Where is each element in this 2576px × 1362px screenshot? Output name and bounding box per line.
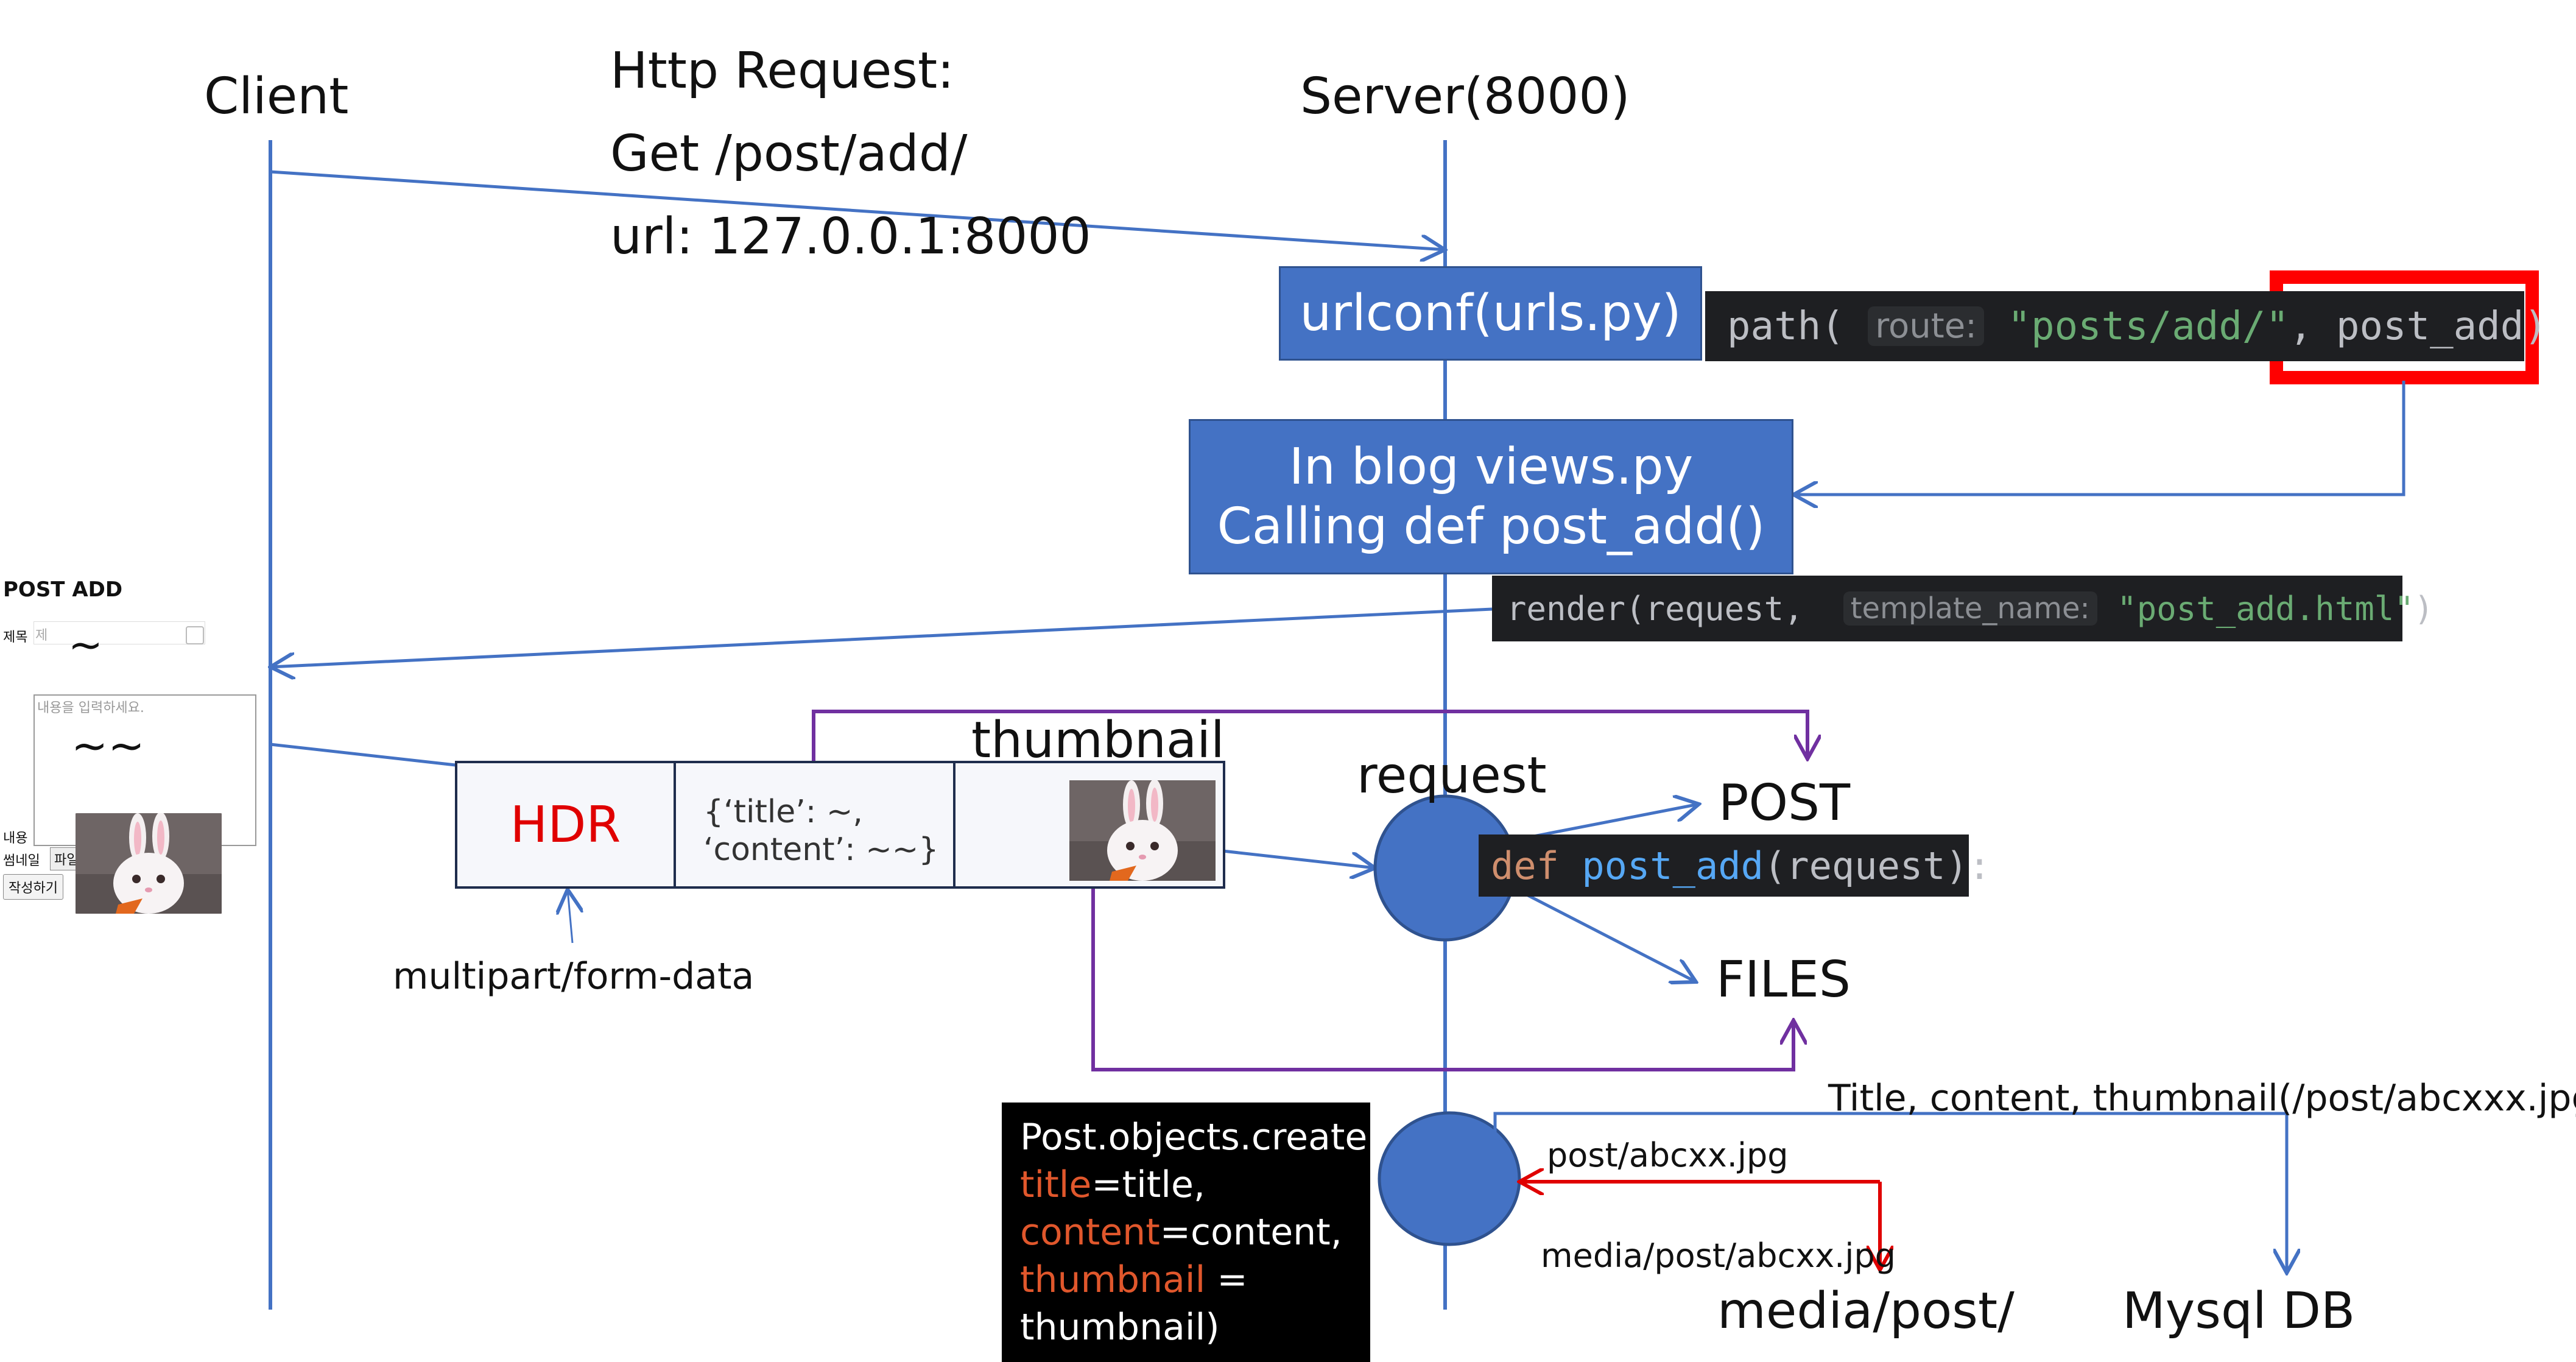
create-line3: content=content, <box>1020 1209 1352 1256</box>
multipart-pointer-arrow <box>568 889 572 944</box>
http-request-line2: Get /post/add/ <box>610 125 968 183</box>
create-title-val: =title, <box>1091 1163 1205 1206</box>
thumbnail-field-label: 썸네일 <box>3 853 40 869</box>
packet-body-cell: {‘title’: ~, ‘content’: ~~} <box>676 763 955 886</box>
http-request-arrow <box>270 170 1445 250</box>
http-request-line1: Http Request: <box>610 42 954 100</box>
title-field[interactable]: 제 <box>33 621 205 644</box>
file-path-label: post/abcxx.jpg <box>1547 1136 1789 1174</box>
http-request-line3: url: 127.0.0.1:8000 <box>610 208 1091 266</box>
path-fn: path( <box>1727 303 1845 349</box>
request-label: request <box>1357 747 1547 805</box>
title-field-placeholder: 제 <box>35 628 48 643</box>
views-line1: In blog views.py <box>1289 437 1694 496</box>
bunny-thumbnail-image <box>76 813 222 914</box>
post-add-form-preview: POST ADD 제목 제 ~ 내용을 입력하세요. ~~ 내용 썸네일 파일 … <box>0 573 268 914</box>
multipart-packet: HDR {‘title’: ~, ‘content’: ~~} <box>455 761 1225 889</box>
create-thumb-kw: thumbnail <box>1020 1258 1206 1301</box>
post-add-to-views-arrow <box>1793 381 2405 495</box>
create-circle <box>1378 1111 1521 1246</box>
media-path-label: media/post/abcxx.jpg <box>1541 1237 1896 1275</box>
body-line2: ‘content’: ~~} <box>703 831 939 868</box>
form-title: POST ADD <box>3 577 123 602</box>
def-args: (request): <box>1763 843 1991 888</box>
title-field-label: 제목 <box>3 630 28 645</box>
circle-to-db-arrow <box>1493 1112 2287 1273</box>
render-response-arrow <box>270 607 1493 667</box>
files-label: FILES <box>1716 951 1851 1009</box>
body-line1: {‘title’: ~, <box>703 794 863 830</box>
post-purple-arrow <box>812 710 1807 763</box>
create-line1: Post.objects.create( <box>1020 1116 1382 1159</box>
urlconf-label: urlconf(urls.py) <box>1300 284 1681 342</box>
create-content-val: =content, <box>1160 1211 1342 1254</box>
render-fn: render(request, <box>1507 589 1804 628</box>
thumbnail-label: thumbnail <box>971 711 1225 769</box>
post-label: POST <box>1719 774 1851 832</box>
post-create-code-box: Post.objects.create( title=title, conten… <box>1002 1103 1382 1362</box>
route-hint: route: <box>1868 306 1985 346</box>
multipart-form-data-label: multipart/form-data <box>393 955 755 998</box>
path-comma: , <box>2289 303 2313 349</box>
content-field-label: 내용 <box>3 831 28 846</box>
render-close: ) <box>2413 589 2434 628</box>
def-function-name: post_add <box>1582 843 1764 888</box>
packet-hdr-cell: HDR <box>457 763 676 886</box>
hdr-label: HDR <box>510 796 621 854</box>
http-request-label: Http Request: Get /post/add/ url: 127.0.… <box>610 18 1091 278</box>
mysql-db-label: Mysql DB <box>2122 1282 2356 1340</box>
template-hint: template_name: <box>1843 591 2097 626</box>
content-textarea[interactable]: 내용을 입력하세요. ~~ <box>33 694 256 846</box>
template-string: "post_add.html" <box>2117 589 2414 628</box>
packet-thumbnail-image <box>1069 780 1216 881</box>
path-code: path( route: "posts/add/", post_add) <box>1705 291 2547 361</box>
post-add-view-ref: post_add) <box>2335 303 2547 349</box>
server-label: Server(8000) <box>1300 68 1630 125</box>
urlconf-box: urlconf(urls.py) <box>1279 266 1702 361</box>
def-keyword: def <box>1491 843 1559 888</box>
db-fields-label: Title, content, thumbnail(/post/abcxxx.j… <box>1828 1077 2576 1120</box>
create-line5: thumbnail) <box>1020 1306 1220 1349</box>
views-box: In blog views.py Calling def post_add() <box>1189 419 1793 574</box>
create-line2: title=title, <box>1020 1161 1352 1209</box>
render-code: render(request, template_name: "post_add… <box>1492 576 2433 641</box>
content-value: ~~ <box>71 720 145 771</box>
media-folder-label: media/post/ <box>1717 1282 2015 1340</box>
request-to-files-arrow <box>1509 884 1696 982</box>
create-line4: thumbnail = <box>1020 1256 1352 1304</box>
route-string: "posts/add/" <box>2007 303 2289 349</box>
def-post-add-code: def post_add(request): <box>1479 834 1991 897</box>
submit-button[interactable]: 작성하기 <box>3 874 63 900</box>
client-label: Client <box>204 68 349 125</box>
title-value: ~ <box>68 621 103 669</box>
create-thumb-val: = <box>1205 1258 1248 1301</box>
content-placeholder: 내용을 입력하세요. <box>37 700 144 716</box>
files-purple-arrow <box>1091 865 1793 1071</box>
create-content-kw: content <box>1020 1211 1160 1254</box>
file-choose-button[interactable]: 파일 <box>50 847 83 870</box>
title-field-resize-icon <box>186 626 204 644</box>
create-title-kw: title <box>1020 1163 1092 1206</box>
views-line2: Calling def post_add() <box>1217 497 1765 556</box>
